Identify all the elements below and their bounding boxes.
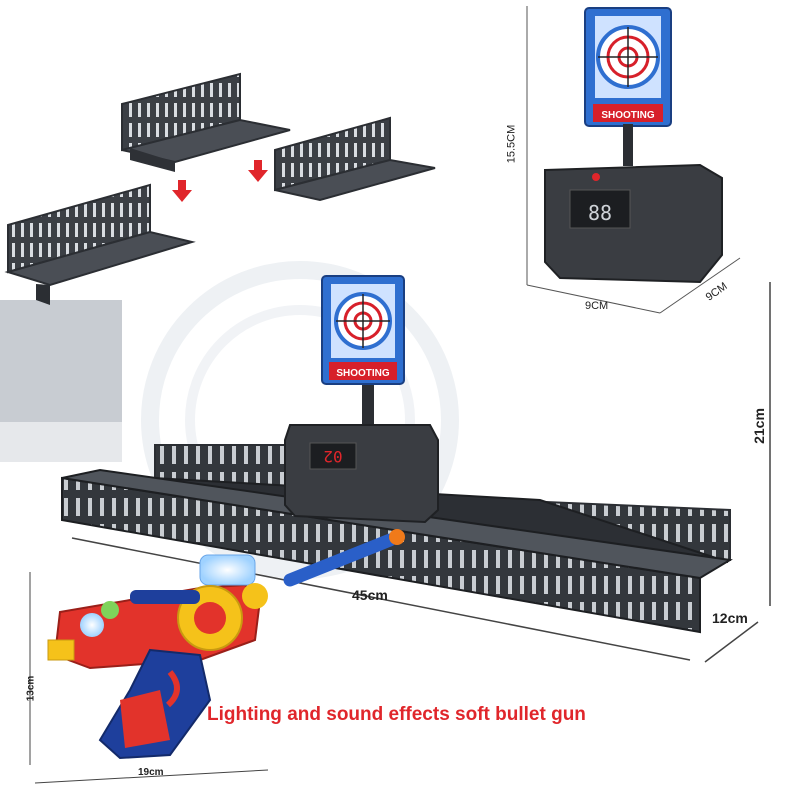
track-pieces-illustration <box>4 72 436 305</box>
target-base: 88 <box>544 163 723 284</box>
toy-gun-illustration <box>29 554 269 784</box>
arrow-down-icon <box>172 180 192 202</box>
track-length-label: 45cm <box>352 587 388 603</box>
target-sign-label: SHOOTING <box>601 110 655 121</box>
track-piece-top <box>121 72 291 172</box>
small-target-illustration: SHOOTING 88 <box>526 6 741 314</box>
track-target-box: 02 <box>284 424 439 524</box>
small-target-width-label: 9CM <box>585 300 609 312</box>
small-target-height-label: 15.5CM <box>505 124 518 164</box>
foam-dart <box>283 529 405 587</box>
track-target-sign: SHOOTING <box>321 275 405 385</box>
gun-height-label: 13cm <box>25 675 37 702</box>
track-depth-label: 12cm <box>712 610 748 626</box>
track-piece-bottom <box>4 183 196 305</box>
track-target-sign-label: SHOOTING <box>336 368 390 379</box>
product-caption: Lighting and sound effects soft bullet g… <box>207 704 586 725</box>
gun-length-label: 19cm <box>138 767 164 778</box>
arrow-down-icon <box>248 160 268 182</box>
track-piece-right <box>274 116 436 202</box>
track-height-label: 21cm <box>750 408 767 444</box>
score-display: 88 <box>588 201 612 225</box>
target-track-illustration: 02 SHOOTING <box>61 275 771 663</box>
target-sign: SHOOTING <box>584 7 672 127</box>
track-score-display: 02 <box>323 447 342 466</box>
